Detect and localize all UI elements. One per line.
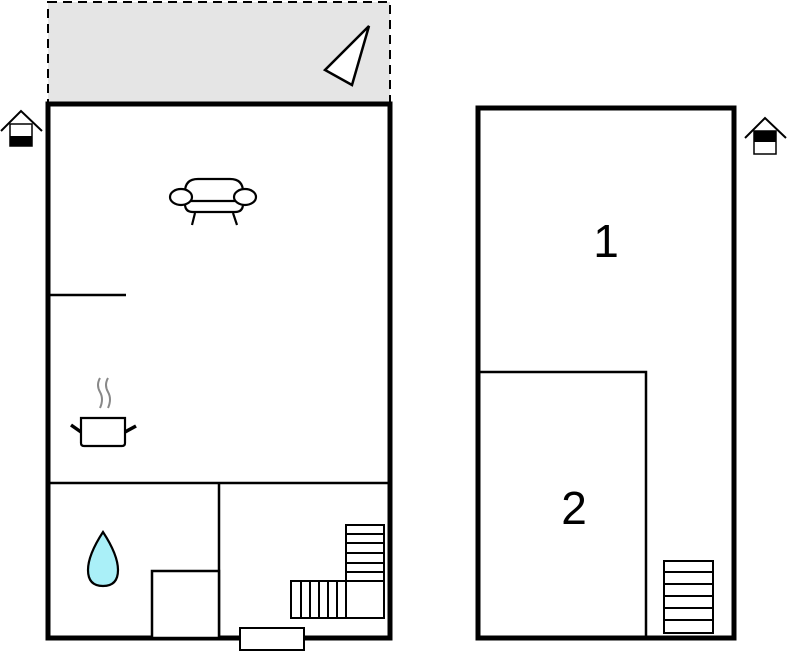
ground-floor [0,1,393,651]
terrace [47,1,391,104]
room-label-1: 1 [593,215,619,267]
house-level-icon-ground [0,109,43,147]
sofa-icon [168,177,258,226]
room-label-2: 2 [561,482,587,534]
water-drop-icon [86,529,120,588]
upper-floor: 1 2 [475,105,787,641]
entrance-door-step [239,627,305,651]
north-arrow-icon [322,25,371,87]
shower-box [150,569,221,640]
stairs-icon [290,524,385,619]
interior-wall [478,370,648,638]
stairs-icon [663,560,714,634]
house-level-icon-upper [744,116,787,155]
cooking-pot-icon [69,377,137,448]
